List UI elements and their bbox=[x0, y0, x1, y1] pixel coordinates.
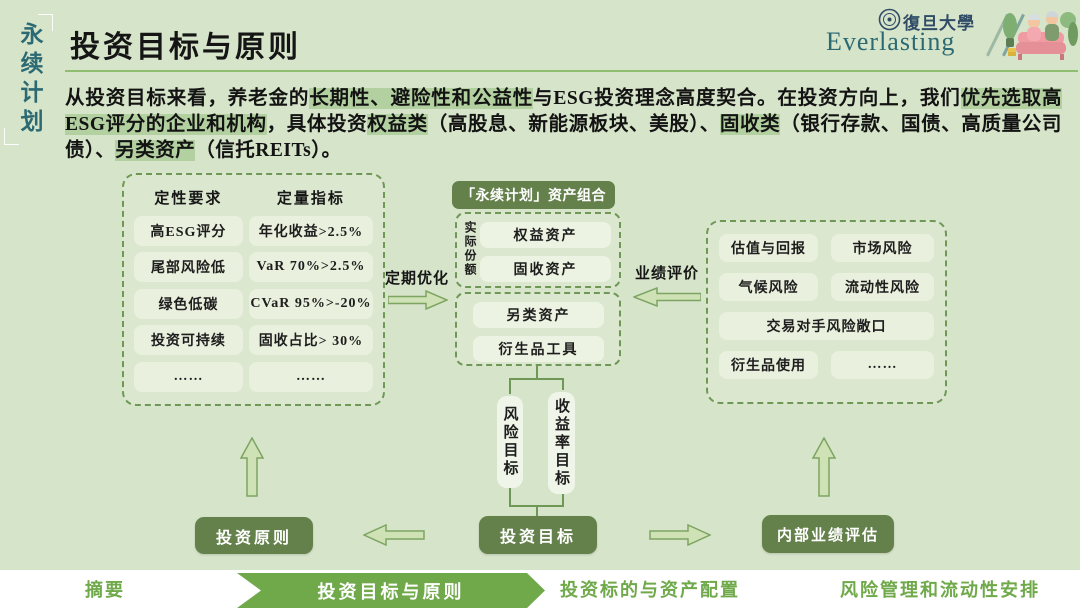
arrow-up-icon bbox=[812, 437, 836, 497]
retirement-illustration bbox=[1003, 11, 1078, 60]
intro-paragraph: 从投资目标来看，养老金的长期性、避险性和公益性与ESG投资理念高度契合。在投资方… bbox=[65, 86, 1062, 164]
asset-cell: 另类资产 bbox=[473, 302, 604, 328]
arrow-right-icon bbox=[388, 290, 448, 310]
investment-goal-button: 投资目标 bbox=[479, 516, 597, 554]
brand-name: Everlasting bbox=[826, 27, 956, 56]
qualitative-cell: 高ESG评分 bbox=[134, 215, 243, 246]
portfolio-primary-box: 实际份额 权益资产 固收资产 bbox=[455, 212, 621, 288]
qualitative-cell: 尾部风险低 bbox=[134, 252, 243, 282]
page-title: 投资目标与原则 bbox=[70, 31, 301, 64]
share-label: 实际份额 bbox=[463, 221, 477, 277]
risk-cell: 市场风险 bbox=[831, 234, 934, 262]
nav-item-summary[interactable]: 摘要 bbox=[85, 580, 125, 600]
sidebar-bracket-bottom bbox=[4, 128, 19, 145]
risk-cell: 衍生品使用 bbox=[719, 351, 818, 379]
quantitative-cell: 固收占比> 30% bbox=[248, 325, 373, 355]
nav-item-risk[interactable]: 风险管理和流动性安排 bbox=[840, 580, 1040, 600]
asset-cell: 固收资产 bbox=[480, 256, 611, 282]
arrow-left-icon bbox=[363, 524, 425, 546]
highlighted-phrase: 长期性、避险性和公益性 bbox=[309, 88, 534, 109]
header-divider bbox=[65, 70, 1078, 72]
section-nav: 摘要 投资目标与原则 投资标的与资产配置 风险管理和流动性安排 bbox=[0, 570, 1080, 608]
asset-cell: 权益资产 bbox=[480, 222, 611, 248]
risk-goal-pill: 风险目标 bbox=[497, 396, 523, 488]
risk-cell: 流动性风险 bbox=[831, 273, 934, 301]
asset-cell: 衍生品工具 bbox=[473, 336, 604, 362]
fudan-seal-icon bbox=[878, 8, 901, 31]
risk-cell: 气候风险 bbox=[719, 273, 818, 301]
highlighted-phrase: 固收类 bbox=[719, 114, 781, 135]
quantitative-cell: …… bbox=[248, 361, 373, 392]
highlighted-phrase: 另类资产 bbox=[115, 140, 196, 161]
qualitative-cell: 投资可持续 bbox=[134, 325, 243, 355]
paragraph-text: 从投资目标来看，养老金的 bbox=[65, 88, 310, 109]
sidebar-bracket-top bbox=[38, 14, 53, 31]
risk-cell: 交易对手风险敞口 bbox=[719, 312, 934, 340]
quantitative-cell: 年化收益>2.5% bbox=[248, 215, 373, 246]
criteria-box: 定性要求 定量指标 高ESG评分 年化收益>2.5% 尾部风险低 VaR 70%… bbox=[122, 173, 385, 406]
portfolio-secondary-box: 另类资产 衍生品工具 bbox=[455, 292, 621, 366]
sidebar-plan-label: 永续计划 bbox=[17, 22, 42, 138]
nav-item-allocation[interactable]: 投资标的与资产配置 bbox=[560, 580, 740, 600]
arrow-left-icon bbox=[633, 287, 701, 307]
portfolio-header: 「永续计划」资产组合 bbox=[452, 181, 615, 209]
risk-cell: 估值与回报 bbox=[719, 234, 818, 262]
highlighted-phrase: 权益类 bbox=[367, 114, 428, 135]
paragraph-text: （高股息、新能源板块、美股）、 bbox=[427, 114, 720, 135]
nav-item-goals-active[interactable]: 投资目标与原则 bbox=[237, 573, 545, 608]
paragraph-text: （银行存款、国债、高质量公司债）、 bbox=[65, 114, 1062, 161]
optimize-label: 定期优化 bbox=[385, 271, 450, 287]
university-name: 復旦大學 bbox=[903, 14, 975, 33]
qualitative-header: 定性要求 bbox=[154, 190, 223, 207]
qualitative-cell: 绿色低碳 bbox=[134, 288, 243, 319]
risk-box: 估值与回报 市场风险 气候风险 流动性风险 交易对手风险敞口 衍生品使用 …… bbox=[706, 220, 947, 404]
return-goal-pill: 收益率目标 bbox=[548, 392, 575, 494]
paragraph-text: ，具体投资 bbox=[266, 114, 368, 135]
arrow-right-icon bbox=[649, 524, 711, 546]
investment-principles-button: 投资原则 bbox=[195, 517, 313, 554]
paragraph-text: （信托REITs）。 bbox=[195, 140, 342, 161]
internal-evaluation-button: 内部业绩评估 bbox=[762, 515, 894, 553]
evaluate-label: 业绩评价 bbox=[635, 266, 700, 282]
quantitative-cell: VaR 70%>2.5% bbox=[248, 252, 373, 282]
quantitative-cell: CVaR 95%>-20% bbox=[248, 288, 373, 319]
paragraph-text: 与ESG投资理念高度契合。在投资方向上，我们 bbox=[533, 88, 961, 109]
qualitative-cell: …… bbox=[134, 361, 243, 392]
risk-cell: …… bbox=[831, 351, 934, 379]
quantitative-header: 定量指标 bbox=[276, 190, 345, 207]
arrow-up-icon bbox=[240, 437, 264, 497]
